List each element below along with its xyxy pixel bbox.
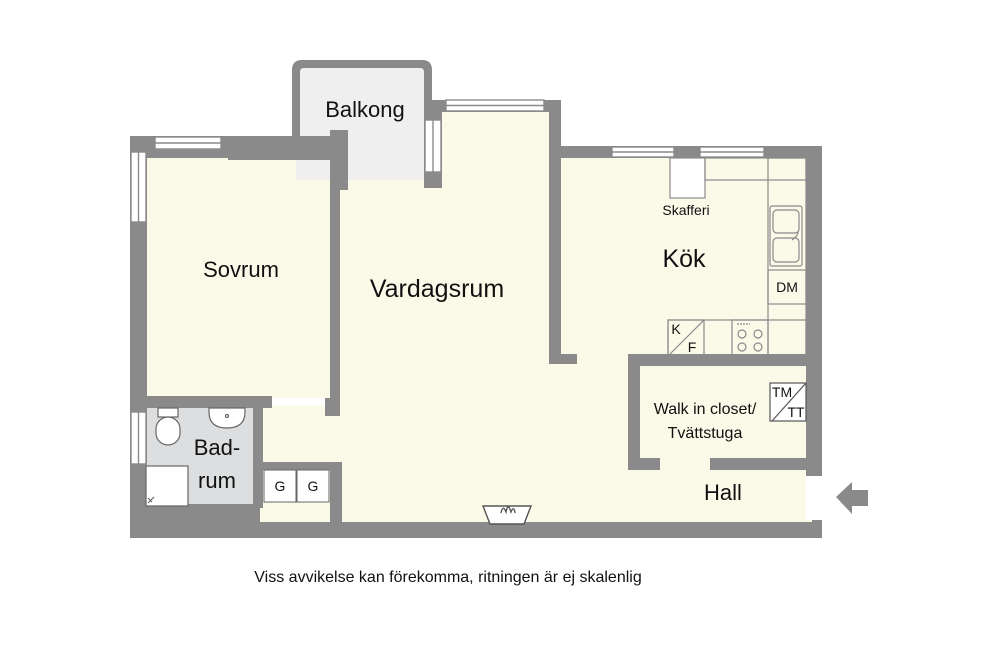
closet-label-line1: Walk in closet/ [654, 401, 757, 418]
bedroom-floor [147, 150, 337, 398]
wall-right-lower [812, 520, 822, 538]
bathroom-label-line1: Bad- [194, 435, 240, 460]
dishwasher-label: DM [776, 279, 798, 295]
stove-icon [731, 319, 769, 357]
washer-label: TM [772, 384, 792, 400]
wall-bedroom-top-inner [228, 150, 338, 160]
sink-icon [769, 205, 803, 267]
balcony-floor [296, 64, 428, 180]
wall-balcony-left-stub [330, 130, 348, 190]
wall-living-kitchen-foot [549, 354, 577, 364]
entrance-arrow-icon[interactable] [836, 482, 868, 514]
wall-bottom [130, 522, 822, 538]
wall-bedroom-living-lower [325, 398, 340, 416]
pantry-label: Skafferi [662, 202, 709, 218]
dishwasher-box [767, 269, 807, 305]
wall-right [806, 146, 822, 476]
balcony-label: Balkong [325, 97, 405, 122]
hall-floor [338, 358, 816, 530]
wall-closet-bottom-left [628, 458, 660, 470]
fridge-label: K [671, 321, 681, 337]
kitchen-fixtures [667, 157, 807, 359]
wardrobe-2-box [296, 469, 330, 503]
living-room-label: Vardagsrum [370, 275, 504, 303]
window-living-top [445, 99, 545, 112]
fixture-labels: DM K F TM TT G G [275, 279, 805, 494]
pantry-cabinet [669, 157, 706, 199]
wall-closet-bottom-right [710, 458, 822, 470]
bathroom-fixtures [145, 407, 246, 507]
fireplace-icon [481, 505, 533, 525]
freezer-label: F [688, 339, 697, 355]
shower-tray-icon [145, 465, 189, 507]
wall-bedroom-living [330, 150, 340, 400]
wall-bedroom-bottom [130, 396, 272, 408]
window-balcony-door [424, 119, 442, 173]
washbasin-icon [208, 407, 246, 429]
wall-living-kitchen [549, 100, 561, 360]
washer-dryer-divider [771, 382, 807, 422]
fridge-freezer-box [667, 319, 705, 357]
wall-bath-right [253, 402, 263, 508]
fridge-freezer-divider [667, 319, 705, 357]
wall-bath-bottom [130, 504, 260, 522]
entrance-door-gap [806, 476, 822, 520]
window-kitchen-top-1 [611, 146, 675, 158]
floor-areas [141, 64, 816, 530]
window-bedroom-left [130, 151, 147, 223]
kitchen-label: Kök [662, 245, 706, 273]
closet-fixtures [769, 382, 807, 422]
closet-label-line2: Tvättstuga [668, 425, 743, 442]
bedroom-label: Sovrum [203, 257, 279, 282]
wall-closet-left [628, 354, 640, 470]
wall-closet-top [628, 354, 822, 366]
window-kitchen-top-2 [699, 146, 765, 158]
bathroom-label-line2: rum [198, 468, 236, 493]
kitchen-counter-right [767, 157, 807, 359]
window-bedroom-top [154, 136, 222, 150]
toilet-icon [155, 407, 181, 446]
wardrobe-1-label: G [275, 478, 286, 494]
wall-wardrobe-top [255, 462, 340, 470]
wall-wardrobe-right [330, 462, 342, 522]
wardrobe-2-label: G [308, 478, 319, 494]
window-bathroom-left [130, 411, 147, 465]
wall-kitchen-top [549, 146, 822, 158]
hall-label: Hall [704, 480, 742, 505]
disclaimer-text: Viss avvikelse kan förekomma, ritningen … [254, 569, 641, 586]
room-labels: Balkong Sovrum Vardagsrum Kök Skafferi B… [194, 97, 757, 505]
dryer-label: TT [787, 404, 805, 420]
wall-balcony [292, 60, 432, 138]
wardrobes [263, 469, 330, 503]
wardrobe-1-box [263, 469, 297, 503]
windows [130, 99, 765, 465]
